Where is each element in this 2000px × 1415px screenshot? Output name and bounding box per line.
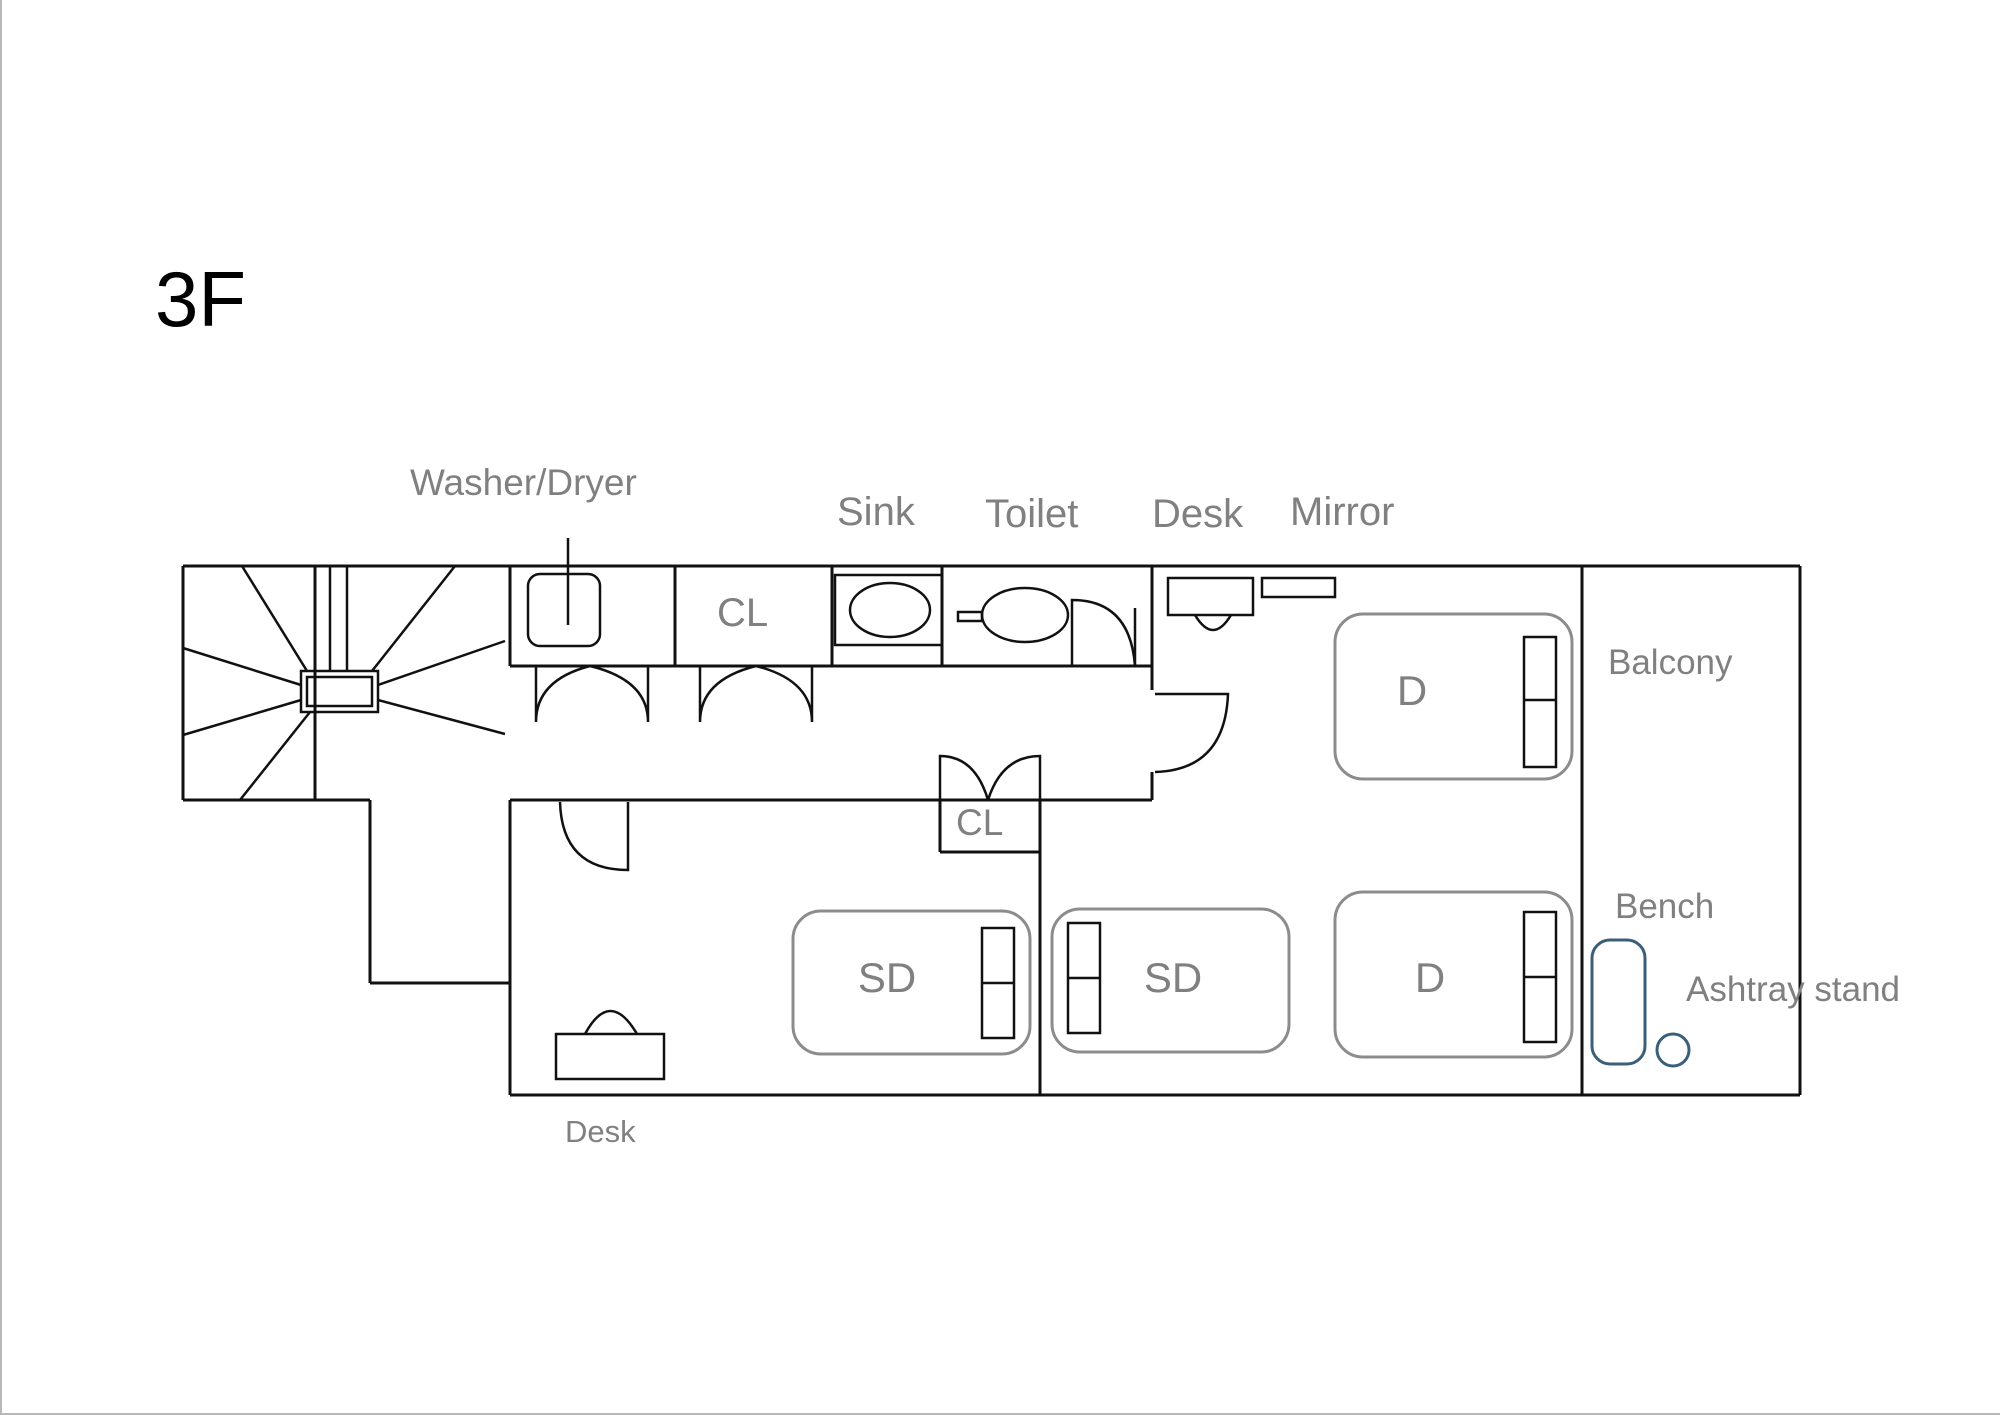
label-closet-mid: CL — [956, 802, 1003, 843]
bedroom-door — [1154, 692, 1230, 774]
label-desk-bottom: Desk — [565, 1114, 636, 1149]
label-washer-dryer: Washer/Dryer — [410, 462, 637, 503]
mirror-icon — [1260, 576, 1337, 599]
left-bedroom-door — [558, 801, 630, 872]
closet-doors — [534, 664, 814, 723]
mid-closet-doors — [938, 754, 1042, 801]
bed-d-bottom — [1333, 890, 1574, 1059]
bench-icon — [1590, 938, 1647, 1066]
walls — [181, 564, 1802, 1097]
bed-label-d-top: D — [1397, 667, 1427, 714]
washer-dryer-icon — [526, 538, 602, 648]
desk-top-icon — [1166, 576, 1255, 632]
sink-icon — [833, 573, 944, 647]
label-ashtray-stand: Ashtray stand — [1686, 970, 1900, 1009]
label-bench: Bench — [1615, 887, 1714, 926]
ashtray-stand-icon — [1655, 1032, 1691, 1068]
toilet-icon — [956, 586, 1137, 667]
bed-label-d-bottom: D — [1415, 954, 1445, 1001]
label-sink: Sink — [837, 490, 916, 534]
bed-label-sd-right: SD — [1144, 954, 1202, 1001]
label-mirror: Mirror — [1290, 490, 1394, 534]
staircase — [182, 565, 506, 801]
label-balcony: Balcony — [1608, 643, 1733, 682]
bed-label-sd-left: SD — [858, 954, 916, 1001]
bed-sd-left — [791, 909, 1032, 1056]
bed-d-top — [1333, 612, 1574, 781]
bed-sd-right — [1050, 907, 1291, 1054]
desk-bottom-icon — [554, 1009, 666, 1081]
label-desk-top: Desk — [1152, 492, 1244, 536]
floor-title: 3F — [155, 255, 246, 343]
label-closet-top: CL — [717, 591, 768, 635]
label-toilet: Toilet — [985, 492, 1078, 536]
